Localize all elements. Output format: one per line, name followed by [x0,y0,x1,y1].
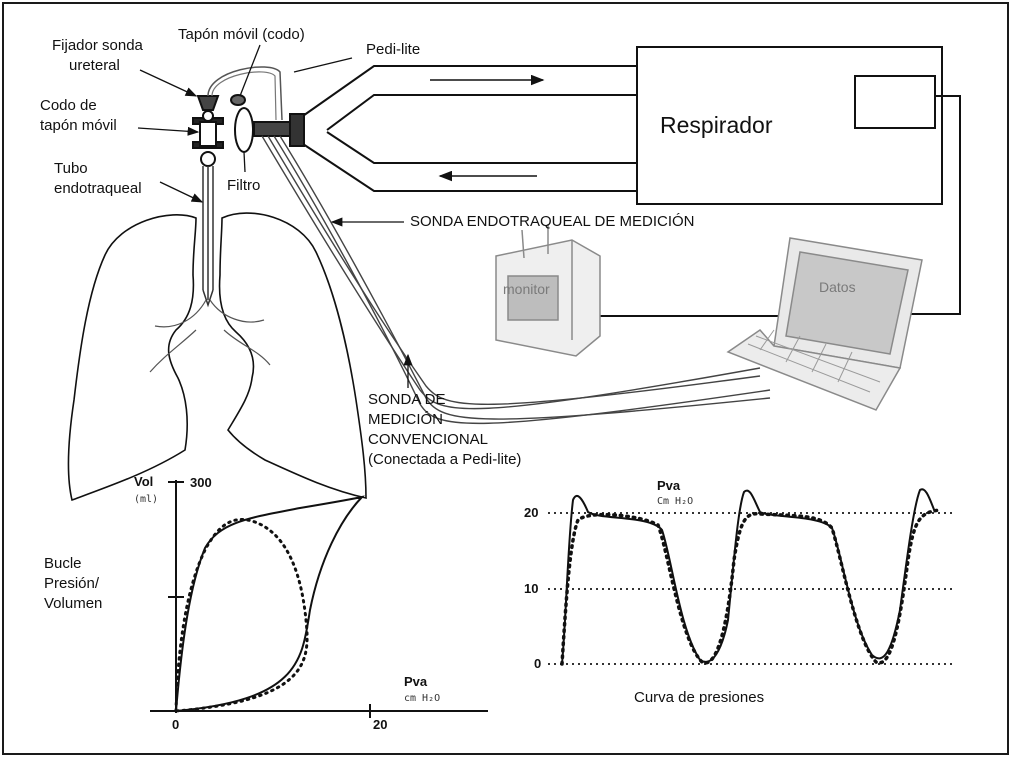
loop-x-unit: cm H₂O [404,693,441,704]
top-tubing [207,66,283,121]
connector-assembly [192,94,305,167]
label-codo-line2: tapón móvil [40,117,117,134]
loop-chart [150,480,488,718]
label-curva-presiones: Curva de presiones [634,689,765,706]
right-lung [218,212,367,499]
label-codo-line1: Codo de [40,97,97,114]
label-sonda-conv-line4: (Conectada a Pedi-lite) [368,451,522,468]
label-fijador-line2: ureteral [69,57,120,74]
pressure-y-unit: Cm H₂O [657,496,694,507]
pressure-tick-0: 0 [534,656,542,671]
label-sonda-conv-line2: MEDICIÓN [368,411,443,428]
label-sonda-endotraqueal: SONDA ENDOTRAQUEAL DE MEDICIÓN [410,213,695,230]
endotracheal-probe-cable [273,135,771,425]
bronchi [149,299,271,373]
loop-y-tick-300: 300 [190,475,212,490]
loop-y-unit: (ml) [134,494,159,505]
label-filtro: Filtro [227,177,261,194]
label-monitor: monitor [503,281,550,297]
pressure-chart [548,488,955,666]
respirator-panel [854,75,936,129]
filter-shape [234,107,254,153]
label-respirador: Respirador [660,112,773,138]
ventilator-circuit [299,65,637,192]
label-sonda-conv-line1: SONDA DE [368,391,446,408]
pressure-dotted-curve [560,508,942,666]
label-sonda-conv-line3: CONVENCIONAL [368,431,489,448]
loop-x-label: Pva [404,674,428,689]
label-tapon-movil: Tapón móvil (codo) [178,26,305,43]
label-pointers [137,44,413,388]
respirator-to-laptop-cable [882,95,961,315]
conventional-probe-cable [261,135,761,410]
pressure-tick-10: 10 [524,581,539,596]
label-fijador-line1: Fijador sonda [52,37,143,54]
monitor-graphic [495,224,601,357]
loop-dotted-curve [174,517,309,713]
loop-x-tick-20: 20 [373,717,388,732]
label-bucle-line2: Presión/ [44,575,100,592]
label-pedi-lite: Pedi-lite [366,41,421,58]
lungs [67,212,367,502]
loop-solid-curve [175,495,365,712]
pressure-y-label: Pva [657,478,681,493]
pressure-tick-20: 20 [524,505,539,520]
endotracheal-tube [202,166,214,308]
label-tubo-line2: endotraqueal [54,180,142,197]
label-datos: Datos [819,279,856,295]
laptop-graphic [726,237,923,411]
left-lung [67,214,197,502]
label-bucle-line3: Volumen [44,595,103,612]
loop-x-tick-0: 0 [172,717,180,732]
loop-y-label: Vol [134,474,154,489]
label-bucle-line1: Bucle [44,555,82,572]
label-tubo-line1: Tubo [54,160,88,177]
